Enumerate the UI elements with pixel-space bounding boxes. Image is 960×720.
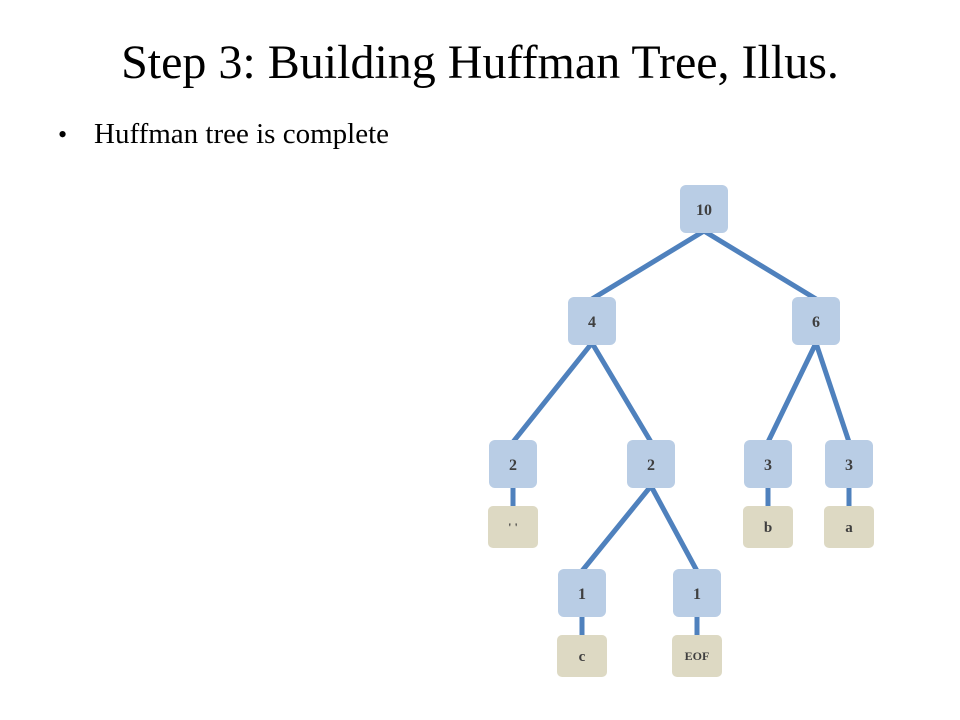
node-layer: 10 4 6 2 2 3 3 1 1 ' ' b a c EOF — [488, 185, 874, 677]
symbol-leaf-label: ' ' — [508, 520, 518, 534]
tree-node-weight: 2 — [509, 457, 517, 474]
tree-node-weight: 4 — [588, 314, 596, 331]
tree-node-weight: 1 — [693, 586, 701, 603]
tree-node-n6: 6 — [792, 297, 840, 345]
tree-edge — [701, 228, 819, 302]
tree-node-n3b: 3 — [744, 440, 792, 488]
tree-node-root: 10 — [680, 185, 728, 233]
tree-node-n1eof: 1 — [673, 569, 721, 617]
symbol-leaf-s_a: a — [824, 506, 874, 548]
slide-title: Step 3: Building Huffman Tree, Illus. — [121, 36, 839, 89]
bullet-item: • Huffman tree is complete — [58, 118, 389, 151]
tree-edge — [589, 228, 707, 302]
symbol-leaf-box — [743, 506, 793, 548]
tree-edge — [765, 340, 819, 445]
symbol-leaf-s_eof: EOF — [672, 635, 722, 677]
tree-node-box — [744, 440, 792, 488]
tree-node-n2b: 2 — [627, 440, 675, 488]
tree-edge — [589, 340, 654, 445]
tree-node-box — [825, 440, 873, 488]
tree-node-box — [792, 297, 840, 345]
symbol-leaf-label: c — [579, 649, 586, 665]
tree-node-n2a: 2 — [489, 440, 537, 488]
symbol-leaf-box — [672, 635, 722, 677]
tree-node-box — [627, 440, 675, 488]
bullet-dot-icon: • — [58, 119, 68, 149]
symbol-leaf-box — [488, 506, 538, 548]
tree-node-box — [568, 297, 616, 345]
symbol-leaf-s_b: b — [743, 506, 793, 548]
symbol-leaf-s_c: c — [557, 635, 607, 677]
tree-edge — [579, 483, 654, 574]
tree-node-box — [673, 569, 721, 617]
tree-node-weight: 3 — [764, 457, 772, 474]
symbol-leaf-box — [557, 635, 607, 677]
tree-node-box — [489, 440, 537, 488]
symbol-leaf-label: a — [845, 520, 853, 536]
edge-layer — [510, 228, 852, 635]
tree-node-weight: 10 — [696, 202, 712, 219]
tree-edge — [813, 340, 852, 445]
symbol-leaf-box — [824, 506, 874, 548]
tree-node-n1c: 1 — [558, 569, 606, 617]
tree-node-weight: 2 — [647, 457, 655, 474]
symbol-leaf-s_space: ' ' — [488, 506, 538, 548]
symbol-leaf-label: EOF — [685, 649, 710, 663]
tree-edge — [648, 483, 700, 574]
tree-edge — [510, 340, 595, 445]
tree-node-weight: 6 — [812, 314, 820, 331]
symbol-leaf-label: b — [764, 520, 772, 536]
tree-node-weight: 3 — [845, 457, 853, 474]
tree-node-weight: 1 — [578, 586, 586, 603]
tree-node-n4: 4 — [568, 297, 616, 345]
tree-node-box — [680, 185, 728, 233]
tree-node-n3a: 3 — [825, 440, 873, 488]
bullet-text: Huffman tree is complete — [94, 118, 389, 150]
tree-node-box — [558, 569, 606, 617]
